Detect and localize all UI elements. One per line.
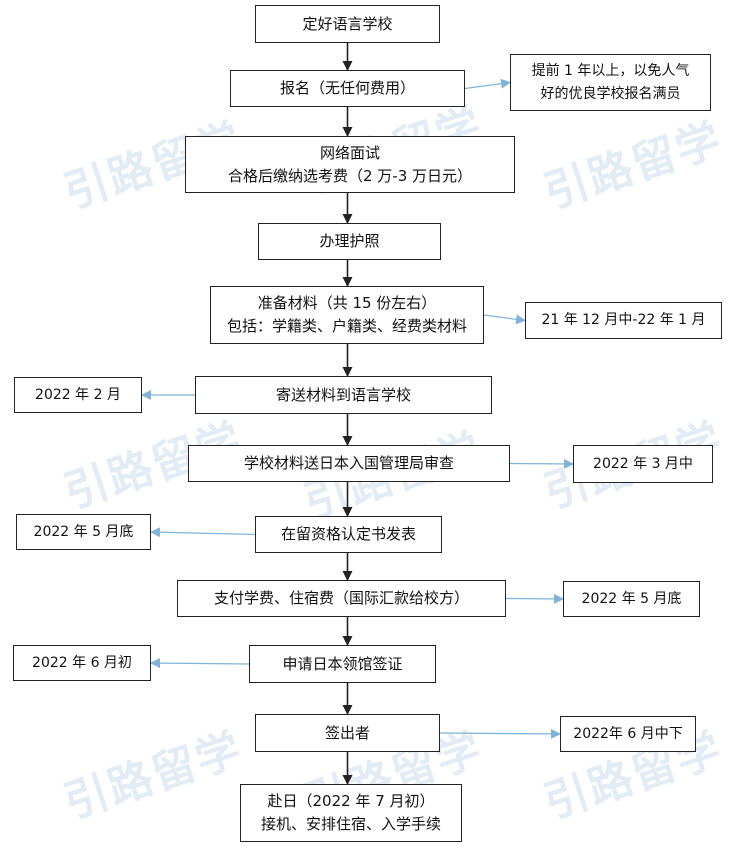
- note-review-date: 2022 年 3 月中: [573, 445, 713, 483]
- step-label: 学校材料送日本入国管理局审查: [243, 454, 454, 472]
- step-label: 签出者: [324, 723, 370, 742]
- note-text: 2022 年 5 月底: [33, 523, 134, 540]
- note-send-date: 2022 年 2 月: [14, 377, 142, 413]
- note-arrow: [509, 458, 574, 469]
- note-arrow: [150, 658, 250, 669]
- step-registration: 报名（无任何费用）: [230, 70, 465, 107]
- note-arrow: [150, 527, 256, 538]
- note-arrow: [464, 78, 511, 90]
- step-label: 准备材料（共 15 份左右）: [257, 294, 437, 312]
- note-text: 2022年 6 月中下: [573, 725, 683, 742]
- step-online-interview: 网络面试 合格后缴纳选考费（2 万-3 万日元）: [185, 136, 515, 193]
- step-coe-issued: 在留资格认定书发表: [255, 516, 442, 553]
- step-label: 申请日本领馆签证: [282, 654, 403, 673]
- note-arrow: [505, 593, 564, 604]
- note-arrow: [439, 728, 561, 739]
- step-label: 定好语言学校: [302, 14, 393, 33]
- step-choose-school: 定好语言学校: [255, 5, 440, 43]
- note-materials-date: 21 年 12 月中-22 年 1 月: [525, 302, 722, 339]
- step-immigration-review: 学校材料送日本入国管理局审查: [188, 445, 510, 482]
- note-text: 2022 年 5 月底: [581, 590, 682, 607]
- step-prepare-materials: 准备材料（共 15 份左右） 包括：学籍类、户籍类、经费类材料: [210, 286, 484, 344]
- note-arrow: [483, 314, 526, 325]
- note-text: 21 年 12 月中-22 年 1 月: [541, 312, 706, 328]
- note-text: 提前 1 年以上，以免人气: [531, 62, 690, 79]
- step-label: 报名（无任何费用）: [279, 79, 415, 97]
- step-visa-application: 申请日本领馆签证: [249, 645, 436, 683]
- step-label: 在留资格认定书发表: [280, 525, 416, 543]
- step-label: 网络面试: [319, 143, 380, 162]
- step-label: 寄送材料到语言学校: [275, 385, 411, 404]
- note-visa-date: 2022 年 6 月初: [13, 645, 151, 681]
- step-label: 办理护照: [319, 232, 380, 250]
- step-label: 包括：学籍类、户籍类、经费类材料: [226, 317, 467, 335]
- step-passport: 办理护照: [258, 223, 441, 260]
- note-text: 2022 年 3 月中: [593, 455, 693, 472]
- note-text: 2022 年 2 月: [35, 386, 121, 403]
- step-label: 接机、安排住宿、入学手续: [260, 815, 441, 833]
- step-go-to-japan: 赴日（2022 年 7 月初） 接机、安排住宿、入学手续: [240, 784, 462, 842]
- note-departure-date: 2022年 6 月中下: [560, 716, 696, 752]
- note-text: 好的优良学校报名满员: [540, 85, 681, 102]
- step-label: 赴日（2022 年 7 月初）: [267, 792, 435, 810]
- note-registration-advice: 提前 1 年以上，以免人气 好的优良学校报名满员: [510, 54, 711, 111]
- note-text: 2022 年 6 月初: [32, 654, 132, 671]
- step-send-materials: 寄送材料到语言学校: [195, 376, 492, 414]
- note-coe-date: 2022 年 5 月底: [16, 514, 151, 550]
- note-tuition-date: 2022 年 5 月底: [563, 581, 700, 617]
- step-label: 支付学费、住宿费（国际汇款给校方）: [213, 589, 469, 607]
- step-pay-tuition: 支付学费、住宿费（国际汇款给校方）: [177, 580, 506, 617]
- step-label: 合格后缴纳选考费（2 万-3 万日元）: [227, 166, 473, 185]
- step-visa-issued: 签出者: [255, 714, 440, 752]
